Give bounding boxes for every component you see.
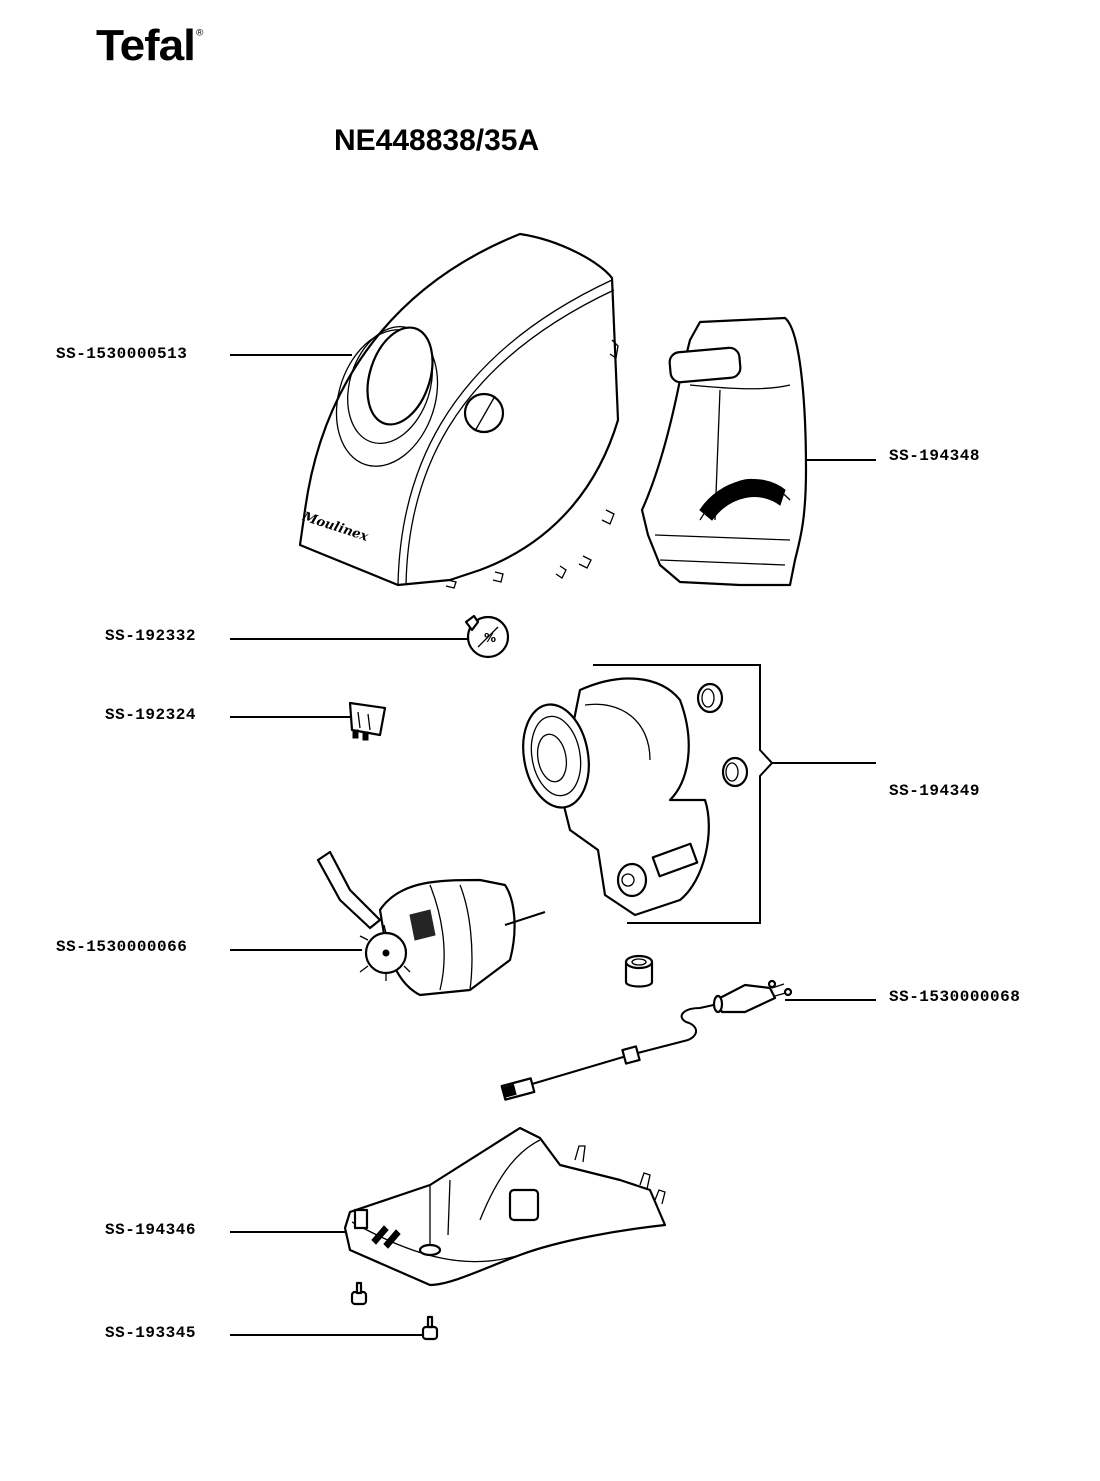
part-label-power-cord[interactable]: SS-1530000068	[889, 988, 1021, 1006]
part-label-inner-frame[interactable]: SS-194348	[889, 447, 980, 465]
part-label-motor[interactable]: SS-1530000066	[56, 938, 188, 956]
motor-drawing[interactable]	[316, 850, 546, 997]
inner-frame-drawing[interactable]	[640, 316, 808, 587]
power-cord-drawing[interactable]	[500, 979, 793, 1101]
brand-logo: Tefal®	[96, 20, 203, 70]
foot-1	[350, 1281, 368, 1306]
model-number: NE448838/35A	[334, 124, 540, 157]
base-drawing[interactable]	[343, 1126, 667, 1287]
knob-drawing[interactable]: %	[464, 614, 510, 659]
switch-drawing[interactable]	[348, 701, 387, 741]
registered-mark: ®	[195, 27, 203, 39]
gearbox-drawing[interactable]	[515, 677, 749, 917]
knob-symbol: %	[484, 631, 496, 645]
spacer-drawing	[624, 954, 654, 988]
leader-lines	[230, 354, 876, 1336]
part-label-housing[interactable]: SS-1530000513	[56, 345, 188, 363]
foot-2	[421, 1315, 439, 1341]
part-label-knob[interactable]: SS-192332	[105, 627, 196, 645]
brand-name: Tefal	[96, 20, 196, 70]
part-label-base[interactable]: SS-194346	[105, 1221, 196, 1239]
part-label-switch[interactable]: SS-192324	[105, 706, 196, 724]
part-label-foot[interactable]: SS-193345	[105, 1324, 196, 1342]
part-label-gearbox[interactable]: SS-194349	[889, 782, 980, 800]
foot-drawing[interactable]	[350, 1281, 439, 1341]
housing-drawing[interactable]: Moulinex	[298, 232, 620, 589]
